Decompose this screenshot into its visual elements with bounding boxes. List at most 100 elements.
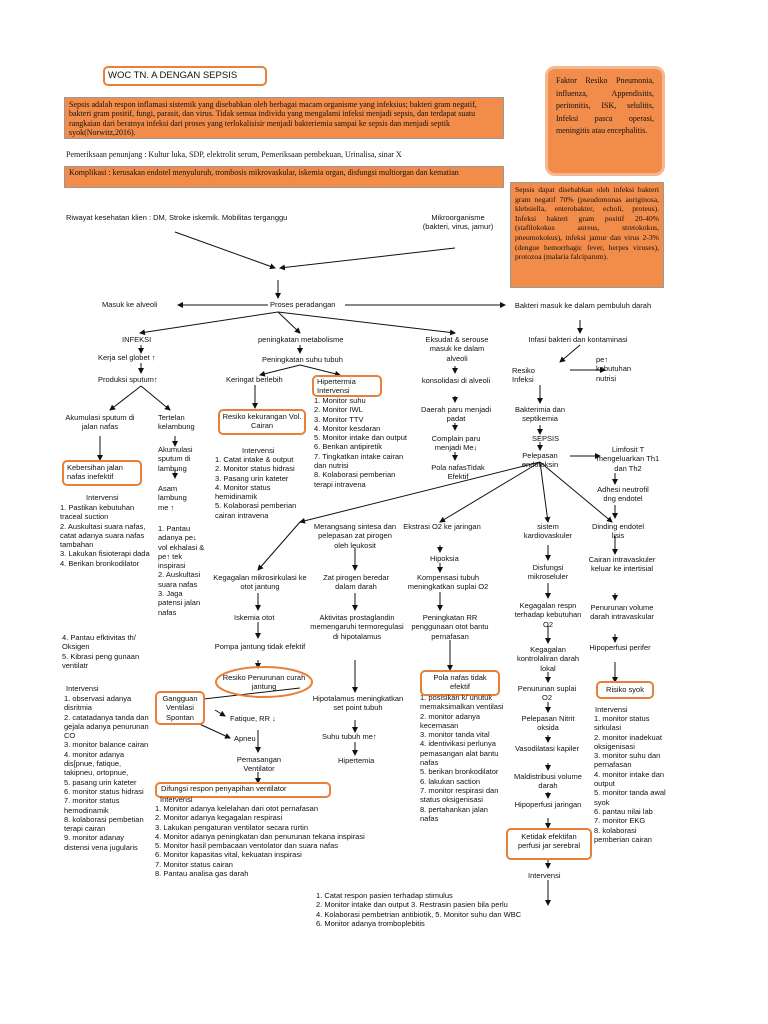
hipoksia-node: Hipoksia [430,554,459,563]
list-item: 1. Monitor adanya kelelahan dari otot pe… [155,804,319,813]
ketidak-efektifan-box: Ketidak efektifan perfusi jar serebral [506,828,592,860]
list-item: 7. monitor respirasi dan status oksigeni… [420,785,499,805]
adhesi-node: Adhesi neutrofil dng endotel [597,485,649,504]
disfungsi-mikroseluler-node: Disfungsi mikroseluler [527,563,569,582]
proses-peradangan-node: Proses peradangan [270,300,336,309]
pemasangan-ventilator-node: Pemasangan Ventilator [236,755,282,774]
aktivitas-node: Aktivitas prostaglandin memengaruhi term… [310,613,404,641]
list-item: 4. Monitor adanya peningkatan dan penuru… [155,831,365,841]
gangguan-ventilasi-label: Gangguan Ventilasi Spontan [162,694,198,722]
list-item: 3. monitor balance cairan [64,740,149,750]
cairan-intervensi-list: 1. Catat intake & output 2. Monitor stat… [215,455,305,520]
hipoperfusi-jaringan-node: Hipoperfusi jaringan [514,800,582,809]
resiko-cairan-box: Resiko kekurangan Vol. Cairan [218,409,306,435]
cairan-intervensi-title: Intervensi [242,446,275,455]
limfosit-node: Limfosit T mengeluarkan Th1 dan Th2 [596,445,660,473]
title-box: WOC TN. A DENGAN SEPSIS [103,66,267,86]
kompensasi-node: Kompensasi tubuh meningkatkan suplai O2 [407,573,489,592]
hipertermia-box: Hipertermia Intervensi [312,375,382,397]
resiko-penurunan-node: Resiko Penurunan curah jantung [222,673,306,692]
risiko-syok-box: Risiko syok [596,681,654,699]
list-item: 2. Auskultasi suara nafas, catat adanya … [60,521,146,550]
list-item: 1. posisikan k/ unutuk memaksimalkan ven… [420,693,504,712]
risiko-syok-label: Risiko syok [606,685,644,694]
ketidak-efektifan-label: Ketidak efektifan perfusi jar serebral [517,832,581,851]
kerja-sel-node: Kerja sel globet ↑ [98,353,156,362]
masuk-alveoli-node: Masuk ke alveoli [102,300,158,309]
gangguan-ventilasi-box: Gangguan Ventilasi Spontan [155,691,205,725]
sepsis-node: SEPSIS [532,434,560,443]
list-item: 6. Berikan antipiretik [314,442,382,452]
list-item: 3. Monitor TTV [314,414,364,424]
vasodilatasi-node: Vasodilatasi kapiler [514,744,580,753]
merangsang-node: Merangsang sintesa dan pelepasan zat pir… [313,522,397,550]
list-item: 6. Monitor kapasitas vital, kekuatan ins… [155,850,302,860]
asam-intervensi-list: 1. Pantau adanya pe↓ vol ekhalasi & pe↑ … [158,524,208,617]
list-item: 6. Monitor adanya tromboplebitis [316,918,425,928]
maldistribusi-node: Maldistribusi volume darah [514,772,582,791]
kebersihan-label: Kebersihan jalan nafas inefektif [67,463,123,482]
ventilator-intervensi-title: Intervensi [160,795,193,804]
list-item: 7. Tingkatkan intake cairan dan nutrisi [314,451,404,471]
list-item: 7. Monitor status cairan [155,859,233,869]
list-item: 8. pertahankan jalan nafas [420,804,488,823]
infasi-node: Infasi bakteri dan kontaminasi [528,335,628,344]
pe-kebutuhan-node: pe↑ kebutuhan nutrisi [596,355,632,383]
syok-intervensi-title: Intervensi [595,705,628,714]
faktor-resiko-box: Faktor Resiko Pneumonia, influenza, Appe… [545,66,665,176]
list-item: 8. kolaborasi pemberian cairan [594,825,652,844]
serebral-intervensi-title: Intervensi [528,871,561,880]
list-item: 7. monitor EKG [594,816,646,826]
bakterimia-node: Bakterimia dan septikemia [514,405,566,424]
bakteri-masuk-node: Bakteri masuk ke dalam pembuluh darah [514,301,652,310]
kebersihan-intervensi-list: 1. Pastikan kebutuhan traceal suction 2.… [60,503,150,568]
pompa-node: Pompa jantung tidak efektif [214,642,306,651]
akumulasi-sputum-node: Akumulasi sputum di jalan nafas [65,413,135,432]
mikroorganisme-node: Mikroorganisme (bakteri, virus, jamur) [422,213,494,232]
list-item: 3. Jaga patensi jalan nafas [158,589,201,617]
list-item: 4. monitor intake dan output [594,769,665,789]
kegagalan-kontrol-node: Kegagalan kontrolaliran darah lokal [516,645,580,673]
fatique-node: Fatique, RR ↓ [230,714,276,723]
hipotalamus-node: Hipotalamus meningkatkan set point tubuh [312,694,404,713]
peningkatan-metabolisme-node: peningkatan metabolisme [258,335,344,344]
list-item: 4. Berikan bronkodilator [60,558,140,568]
zat-pirogen-node: Zat pirogen beredar dalam darah [323,573,389,592]
resiko-cairan-label: Resiko kekurangan Vol. Cairan [222,412,302,431]
disfungsi-ventilator-box: Difungsi respon penyapihan ventilator [155,782,331,798]
list-item: 3. Lakukan pengaturan ventilator secara … [155,822,309,832]
definition-text: Sepsis adalah respon inflamasi sistemik … [64,97,504,139]
list-item: 1. Pastikan kebutuhan traceal suction [60,503,135,522]
list-item: 4. identivikasi perlunya pemasangan alat… [420,739,499,768]
peningkatan-rr-node: Peningkatan RR penggunaan otot bantu per… [411,613,489,641]
hipoperfusi-perifer-node: Hipoperfusi perifer [589,643,651,652]
list-item: 2. catatadanya tanda dan gejala adanya p… [64,712,149,741]
list-item: 5. monitor tanda awal syok [594,788,666,807]
curah-intervensi-title: Intervensi [66,684,99,693]
sistem-kardiovaskuler-node: sistem kardiovaskuler [523,522,573,541]
list-item: 4. Kolaborasi pembetrian antibiotik, 5. … [316,909,522,919]
produksi-sputum-node: Produksi sputum↑ [98,375,158,384]
page-title: WOC TN. A DENGAN SEPSIS [108,70,238,81]
iskemia-node: Iskemia otot [234,613,275,622]
pelepasan-nitrit-node: Pelepasan Nitrit oksida [521,714,575,733]
list-item: 5. Kolaborasi pemberian cairan intravena [215,501,297,520]
pantau-intervensi-list: 4. Pantau efktivitas th/ Oksigen 5. Kibr… [62,633,152,670]
list-item: 3. Pasang urin kateter [215,473,289,483]
list-item: 4. Monitor status hemidinamik [215,482,271,502]
list-item: 1. observasi adanya disritmia [64,694,132,713]
list-item: 1. Pantau adanya pe↓ vol ekhalasi & pe↑ … [158,524,205,571]
apneu-node: Apneu [234,734,256,743]
list-item: 8. Kolaborasi pemberian terapi intravena [314,470,396,489]
list-item: 5. berikan bronkodilator [420,767,499,777]
list-item: 2. Monitor IWL [314,405,363,415]
resiko-infeksi-node: Resiko Infeksi [512,366,535,385]
akumulasi-lambung-node: Akumulasi sputum di lambung [158,445,193,473]
pola-nafas-box: Pola nafas tidak efektif [420,670,500,696]
kegagalan-respon-node: Kegagalan respn terhadap kebutuhan O2 [514,601,582,629]
list-item: 3. Lakukan fisioterapi dada [60,549,150,559]
complain-paru-node: Complain paru menjadi Me↓ [431,434,481,453]
infeksi-node: INFEKSI [122,335,152,344]
